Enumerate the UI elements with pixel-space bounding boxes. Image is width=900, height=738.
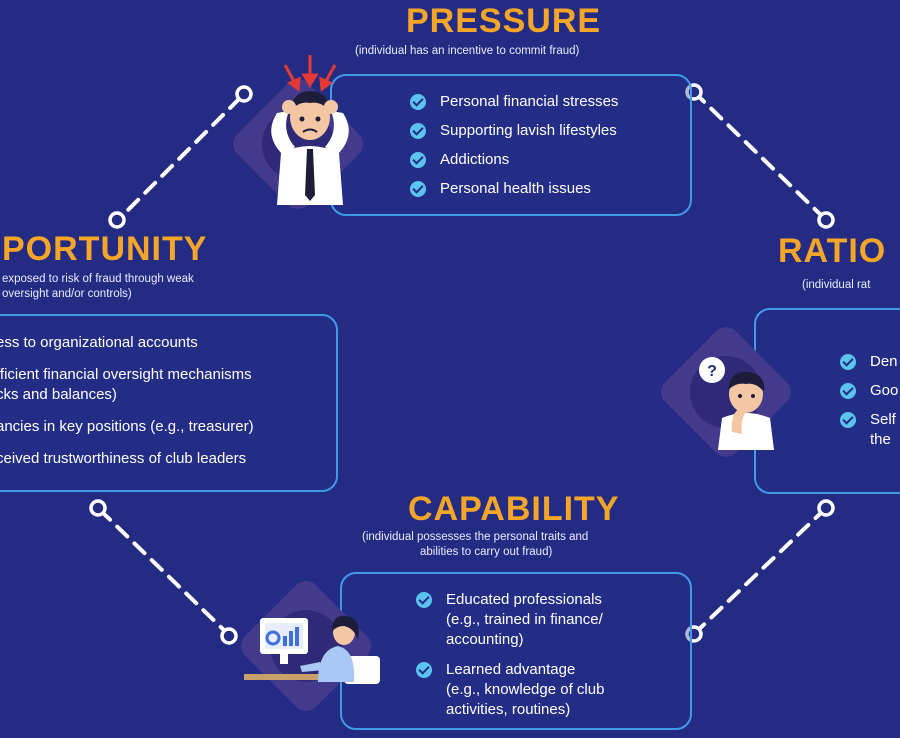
- list-item: Addictions: [410, 150, 618, 170]
- pressure-subtitle: (individual has an incentive to commit f…: [355, 45, 580, 57]
- capability-box: Educated professionals (e.g., trained in…: [340, 572, 692, 730]
- pressure-box: Personal financial stresses Supporting l…: [330, 74, 692, 216]
- list-item: Goo: [840, 381, 898, 401]
- capability-subtitle-line-1: (individual possesses the personal trait…: [362, 531, 589, 543]
- capability-subtitle-line-2: abilities to carry out fraud): [420, 546, 553, 558]
- connector-capability-rationalization: [692, 508, 826, 636]
- rationalization-list: Den Goo Self the: [840, 352, 898, 450]
- list-item: Personal health issues: [410, 179, 618, 199]
- list-item: ceived trustworthiness of club leaders: [0, 450, 247, 467]
- check-icon: [416, 662, 432, 678]
- capability-list: Educated professionals (e.g., trained in…: [416, 590, 604, 720]
- check-icon: [410, 152, 426, 168]
- connector-pressure-opportunity: [118, 96, 242, 220]
- connector-node: [220, 627, 238, 645]
- check-icon: [410, 181, 426, 197]
- rationalization-subtitle: (individual rat: [802, 279, 871, 291]
- capability-title: CAPABILITY: [408, 490, 620, 528]
- connector-node: [817, 211, 835, 229]
- connector-pressure-rationalization: [692, 90, 826, 220]
- list-item: Supporting lavish lifestyles: [410, 121, 618, 141]
- svg-text:?: ?: [707, 363, 717, 380]
- opportunity-list: ess to organizational accounts fficient …: [0, 333, 254, 469]
- list-item: Learned advantage (e.g., knowledge of cl…: [416, 660, 604, 720]
- check-icon: [416, 592, 432, 608]
- opportunity-subtitle-line-1: exposed to risk of fraud through weak: [2, 273, 194, 285]
- connector-opportunity-capability: [98, 508, 230, 636]
- thinking-person-icon: ?: [699, 357, 774, 450]
- list-item: Educated professionals (e.g., trained in…: [416, 590, 604, 650]
- list-item: Personal financial stresses: [410, 92, 618, 112]
- opportunity-title: PORTUNITY: [2, 230, 208, 268]
- list-item: ancies in key positions (e.g., treasurer…: [0, 418, 254, 435]
- list-item: ess to organizational accounts: [0, 334, 198, 351]
- stressed-person-icon: [271, 55, 349, 205]
- check-icon: [840, 412, 856, 428]
- connector-node: [235, 85, 253, 103]
- connector-node: [108, 211, 126, 229]
- pressure-list: Personal financial stresses Supporting l…: [410, 92, 618, 199]
- opportunity-subtitle-line-2: oversight and/or controls): [2, 288, 132, 300]
- list-item: fficient financial oversight mechanisms …: [0, 366, 252, 403]
- check-icon: [840, 383, 856, 399]
- pressure-title: PRESSURE: [406, 2, 602, 40]
- check-icon: [410, 123, 426, 139]
- list-item: Den: [840, 352, 898, 372]
- connector-node: [817, 499, 835, 517]
- opportunity-box: ess to organizational accounts fficient …: [0, 314, 338, 492]
- rationalization-title: RATIO: [778, 232, 887, 270]
- connector-node: [89, 499, 107, 517]
- person-at-computer-icon: [244, 615, 380, 684]
- check-icon: [840, 354, 856, 370]
- list-item: Self the: [840, 410, 898, 450]
- check-icon: [410, 94, 426, 110]
